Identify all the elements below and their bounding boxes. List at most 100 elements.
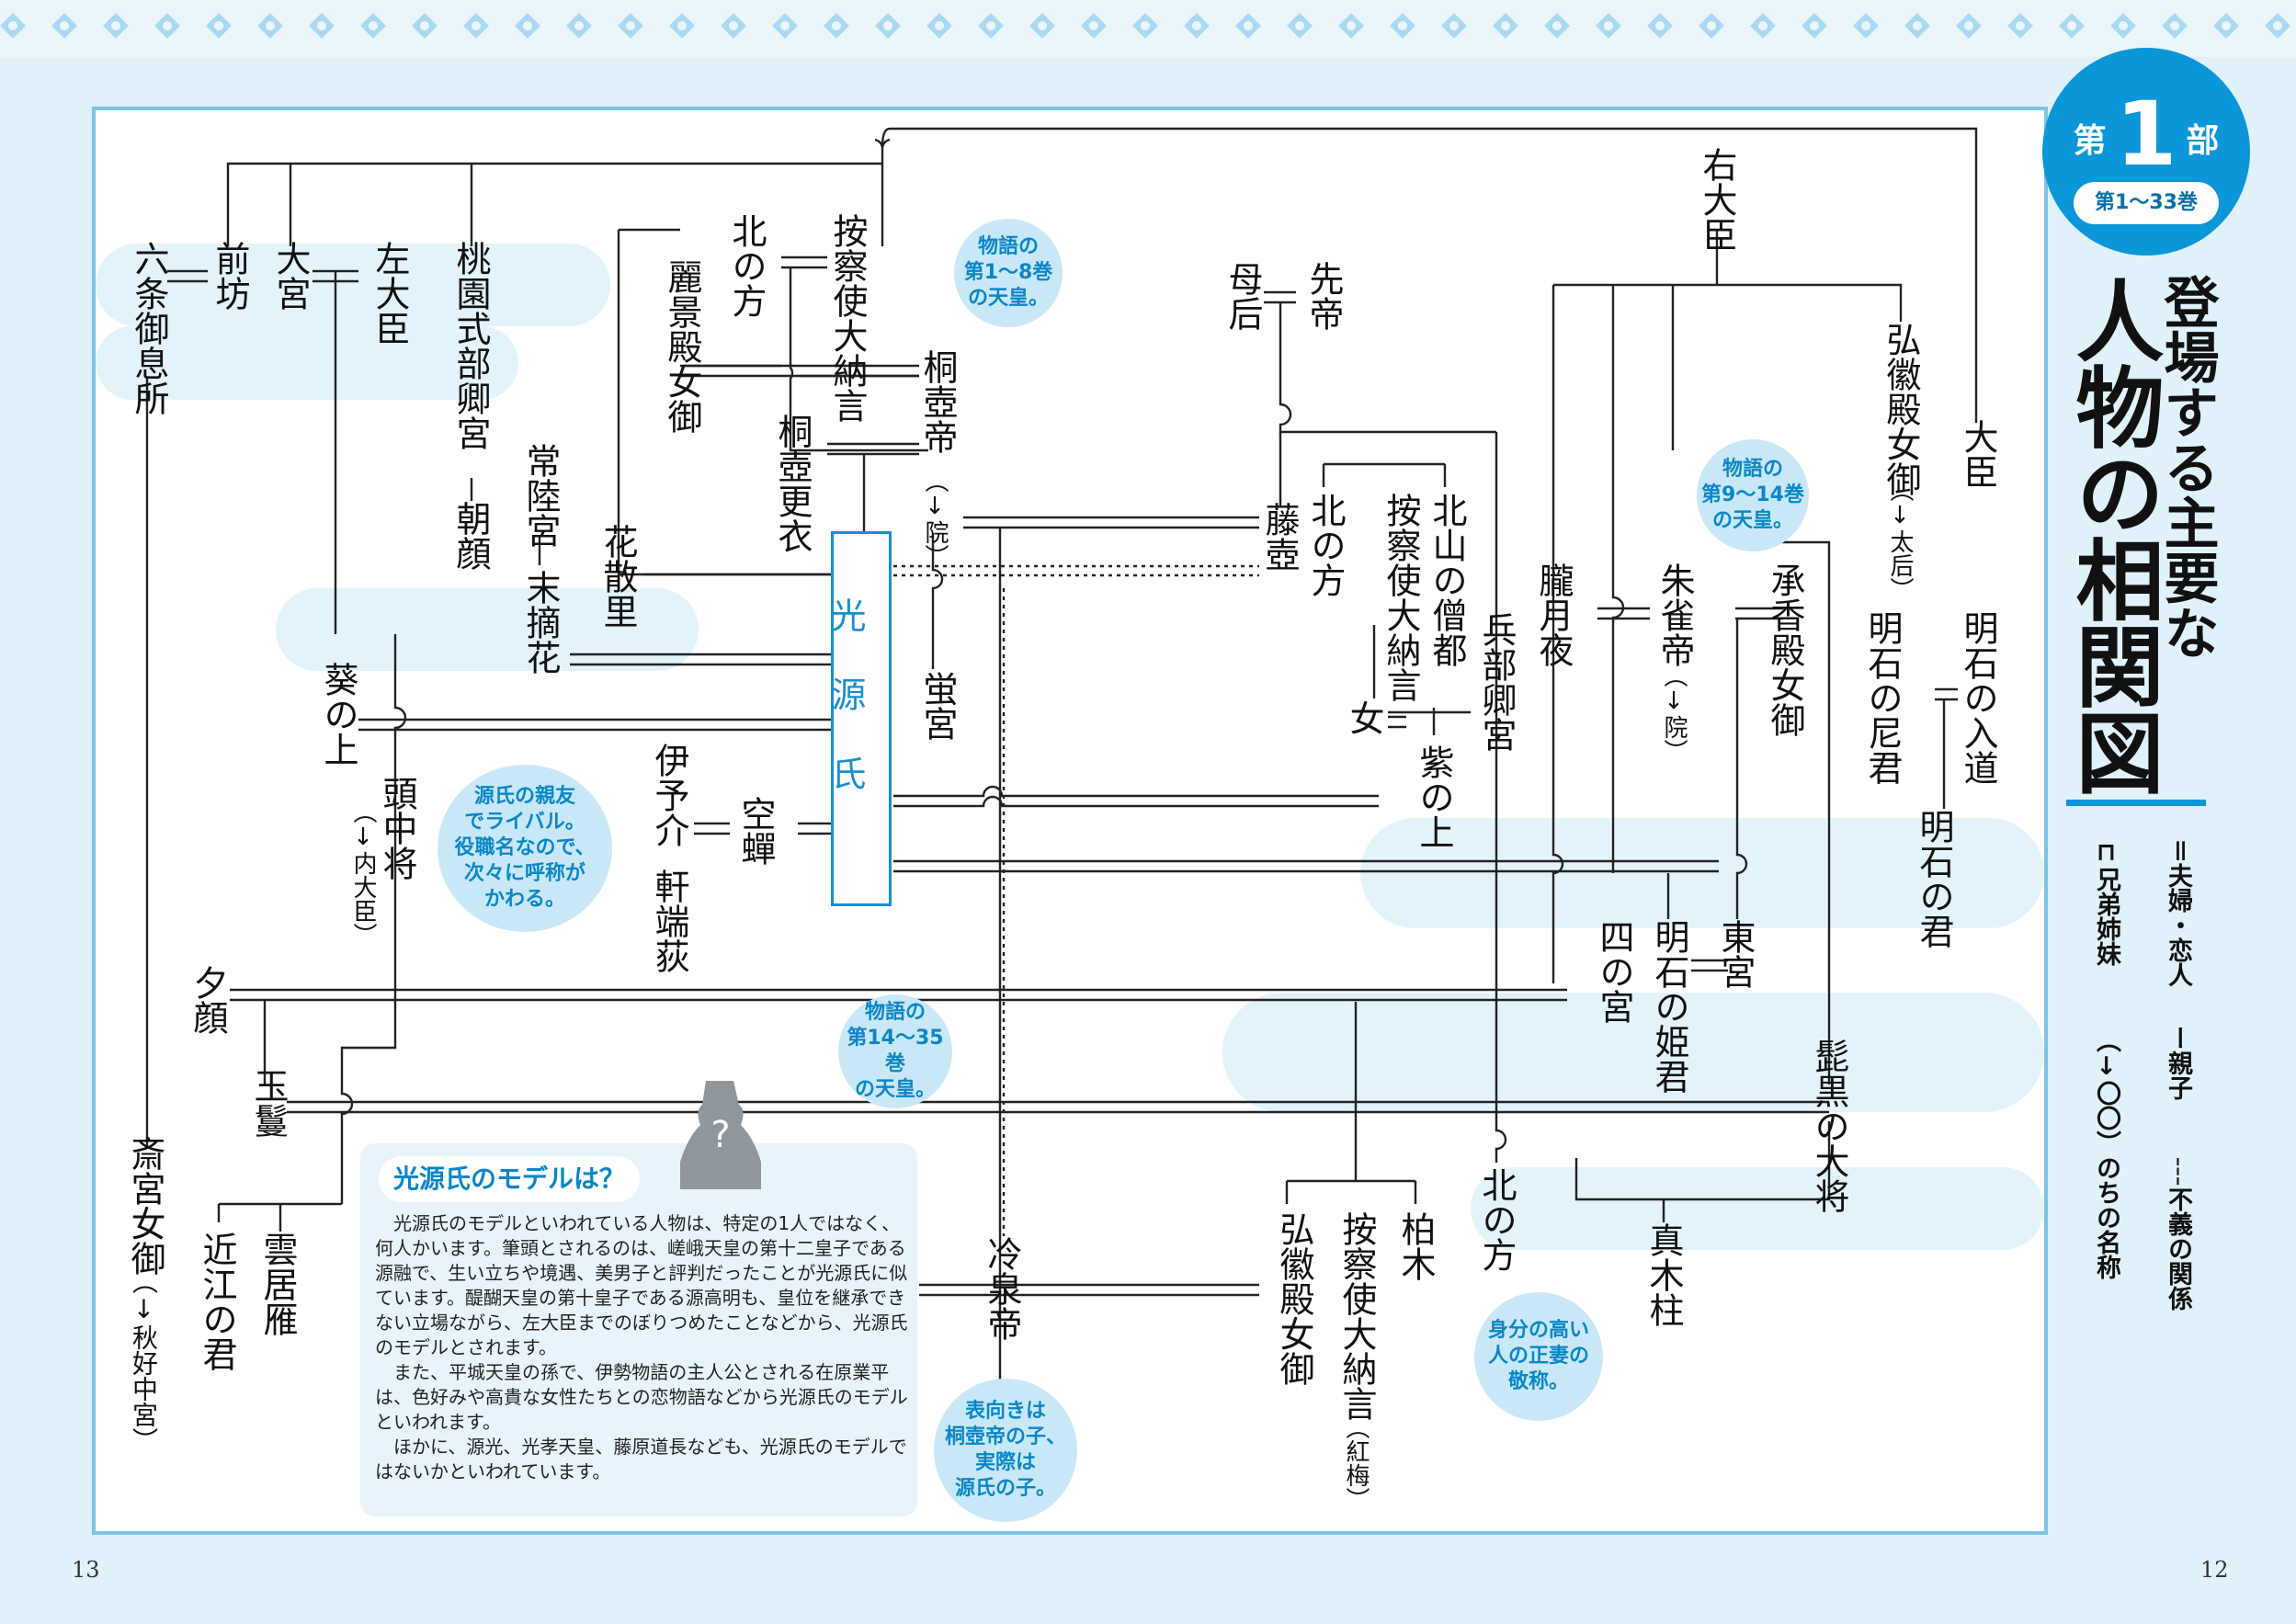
title-line2: 人物の相関図 [2061,276,2164,794]
person-sadaijin: 左大臣 [369,241,410,346]
note-emperor-1: 物語の 第1〜8巻 の天皇。 [954,219,1063,327]
pattern-flower-icon [1029,13,1055,39]
person-hanachirusato: 花散里 [597,524,638,629]
person-reizei: 冷泉帝 [982,1236,1022,1341]
person-togu: 東宮 [1715,919,1756,989]
pattern-flower-icon [154,13,180,39]
pattern-flower-icon [2059,13,2085,39]
pattern-flower-icon [412,13,438,39]
person-tonochujo: 頭中将 [377,776,417,880]
person-shinomiya: 四の宮 [1594,919,1634,1024]
person-aoi: 葵の上 [318,662,358,767]
person-nokiba: 軒端荻 [649,869,689,973]
pattern-flower-icon [618,13,643,39]
pattern-flower-icon [566,13,592,39]
pattern-flower-icon [1132,13,1158,39]
pattern-flower-icon [360,13,386,39]
person-kokiden-2: 弘徽殿女御 [1274,1211,1314,1386]
volume-range: 第1〜33巻 [2074,182,2219,224]
pattern-flower-icon [2110,13,2136,39]
pattern-flower-icon [669,13,695,39]
person-kiritsubo-tei: 桐壺帝 [917,349,958,454]
person-tamakazura: 玉鬘 [248,1068,289,1138]
pattern-flower-icon [1287,13,1313,39]
person-azechi-kobai-later: （紅梅） [1342,1415,1370,1511]
pattern-flower-icon [1853,13,1879,39]
pattern-flower-icon [1904,13,1930,39]
person-genji: 光源氏 [825,597,866,835]
person-oboro: 朧月夜 [1533,562,1574,667]
person-azechi-kobai: 按察使大納言 [1336,1211,1377,1421]
person-suetsumuhana: 末摘花 [520,570,561,675]
pattern-flower-icon [875,13,901,39]
person-hyobukyo: 兵部卿宮 [1476,612,1517,752]
pattern-flower-icon [1699,13,1724,39]
person-higekuro: 髭黒の大将 [1809,1039,1849,1213]
pattern-flower-icon [926,13,952,39]
person-hitachi: 常陸宮 [520,443,561,548]
pattern-flower-icon [1390,13,1415,39]
person-hotaru: 蛍宮 [917,671,958,741]
person-makibashira: 真木柱 [1643,1222,1684,1327]
person-fujitsubo: 藤壺 [1259,502,1300,572]
page-number-left: 13 [72,1557,100,1583]
person-momozono: 桃園式部卿宮 [450,241,491,450]
legend-parent-child: ー親子 [2164,1026,2192,1100]
person-kitanokata-3: 北の方 [1476,1167,1517,1272]
part-prefix: 第 [2073,122,2107,160]
pattern-flower-icon [309,13,335,39]
person-omiya: 大宮 [270,241,311,311]
person-kashiwagi: 柏木 [1395,1211,1436,1281]
legend-siblings: ⊓兄弟姉妹 [2092,838,2120,966]
person-suzaku-later: （↓院） [1660,664,1688,763]
model-box-paragraph-1: 光源氏のモデルといわれている人物は、特定の1人ではなく、何人かいます。筆頭とされ… [375,1212,908,1358]
person-akashi-hime: 明石の姫君 [1649,919,1689,1094]
pattern-flower-icon [1802,13,1827,39]
person-utsusemi: 空蟬 [735,796,776,866]
person-bokoku: 母后 [1222,261,1263,331]
model-box-heading: 光源氏のモデルは？ [379,1156,640,1202]
person-kiritsubo-koi: 桐壺更衣 [772,414,813,553]
pattern-flower-icon [1338,13,1364,39]
pattern-flower-icon [721,13,746,39]
pattern-flower-icon [1184,13,1210,39]
title-underline [2066,800,2206,806]
legend-later-name: （↓〇〇）のちの名称 [2092,1028,2120,1279]
pattern-flower-icon [1596,13,1621,39]
model-box-text: 光源氏のモデルといわれている人物は、特定の1人ではなく、何人かいます。筆頭とされ… [375,1211,908,1484]
person-akashi-amagimi: 明石の尼君 [1862,610,1903,785]
person-saigu: 斎宮女御 [125,1136,165,1276]
part-number: 1 [2115,83,2177,186]
person-daijin: 大臣 [1958,419,1998,489]
person-iyonosuke: 伊予介 [649,743,689,847]
cloud-decoration [96,244,2044,1250]
person-shokyoden: 承香殿女御 [1765,562,1805,737]
person-sentei: 先帝 [1303,261,1344,331]
pattern-flower-icon [1956,13,1982,39]
person-kumoinokari: 雲居雁 [257,1232,298,1336]
page-number-right: 12 [2200,1557,2229,1583]
note-reizei: 表向きは 桐壺帝の子、 実際は 源氏の子。 [934,1379,1077,1522]
person-kitanokata-2: 北の方 [1305,493,1346,597]
pattern-flower-icon [824,13,849,39]
model-box [360,1143,917,1516]
person-kokiden: 弘徽殿女御 [1881,322,1921,496]
person-kiritsubo-tei-later: （↓院） [921,469,949,568]
person-azechi-dainagon-2: 按察使大納言 [1381,493,1421,702]
note-emperor-3: 物語の 第14〜35巻 の天皇。 [838,994,952,1108]
person-udaijin: 右大臣 [1697,147,1737,252]
person-asagao: 朝顔 [450,501,491,571]
pattern-flower-icon [1441,13,1467,39]
person-rokujo: 六条御息所 [129,241,169,415]
avatar-question-mark: ? [710,1114,730,1156]
pattern-flower-icon [1081,13,1107,39]
pattern-flower-icon [103,13,129,39]
pattern-flower-icon [2162,13,2188,39]
pattern-flower-icon [978,13,1004,39]
person-akashi-kimi: 明石の君 [1914,809,1954,948]
pattern-flower-icon [2265,13,2290,39]
note-emperor-2: 物語の 第9〜14巻 の天皇。 [1697,439,1809,551]
genji-highlight-box [831,531,892,906]
person-onna: 女 [1344,700,1384,735]
person-azechi-dainagon: 按察使大納言 [827,213,868,423]
